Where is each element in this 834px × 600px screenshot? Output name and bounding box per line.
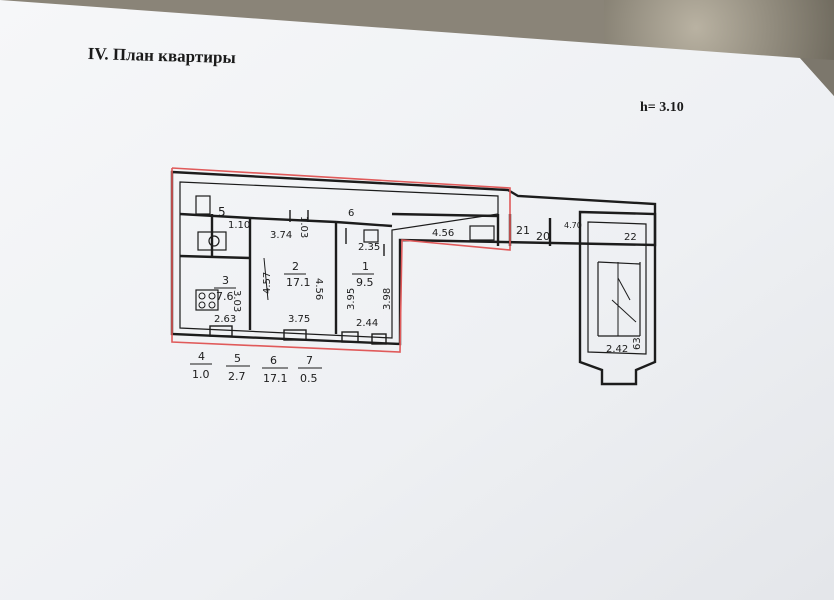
legend-area: 2.7: [228, 370, 246, 383]
dim-label: 2.63: [214, 314, 236, 325]
dim-label: 63: [632, 337, 643, 350]
dim-label: 3.74: [270, 230, 292, 241]
legend-number: 7: [306, 354, 313, 367]
dim-label: 22: [624, 232, 637, 243]
room-area: 7.6: [216, 290, 234, 303]
dim-label: 3.75: [288, 314, 310, 325]
room-area: 17.1: [286, 276, 311, 289]
dim-label: 20: [536, 230, 550, 243]
room-number: 2: [292, 260, 299, 273]
page-title: IV. План квартиры: [87, 44, 237, 68]
legend-number: 4: [198, 350, 205, 363]
dim-label: 4.70: [564, 221, 582, 230]
ceiling-height-label: h= 3.10: [640, 100, 684, 115]
dim-label: 4.56: [432, 228, 454, 239]
area-legend: 4 1.0 5 2.7 6 17.1 7 0.5: [190, 350, 322, 385]
dim-label: 1.10: [228, 220, 250, 231]
dim-label: 2.42: [606, 344, 628, 355]
dim-label: 3.03: [231, 290, 242, 312]
dim-label: 2.35: [358, 242, 380, 253]
dim-label: 21: [516, 224, 530, 237]
red-outline: [171, 167, 511, 353]
room-number: 1: [362, 260, 369, 273]
dim-label: 2.44: [356, 318, 378, 329]
dim-label: 3.95: [346, 288, 357, 310]
floor-plan: [170, 170, 657, 386]
legend-area: 17.1: [263, 372, 288, 385]
dim-label: 1.03: [298, 216, 309, 238]
room-number: 6: [348, 208, 354, 219]
legend-area: 1.0: [192, 368, 210, 381]
legend-number: 5: [234, 352, 241, 365]
legend-area: 0.5: [300, 372, 318, 385]
dim-label: 4.57: [262, 272, 273, 294]
room-number: 3: [222, 274, 229, 287]
legend-number: 6: [270, 354, 277, 367]
room-area: 9.5: [356, 276, 374, 289]
room-number: 5: [218, 205, 226, 219]
dim-label: 3.98: [382, 288, 393, 310]
dim-label: 4.56: [313, 278, 324, 300]
